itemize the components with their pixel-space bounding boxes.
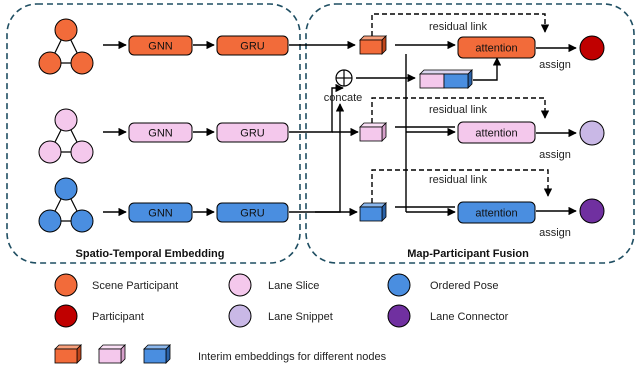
attention-label: attention (475, 43, 517, 55)
gnn-block-pose (128, 202, 193, 223)
legend-lane-connector-swatch (387, 304, 411, 328)
legend-scene-participant-swatch (54, 273, 78, 297)
legend-lane-snippet: Lane Snippet (268, 311, 333, 323)
gru-label: GRU (240, 128, 265, 140)
concat-icon (335, 69, 353, 87)
legend-lane-slice: Lane Slice (268, 280, 319, 292)
legend-ordered-pose: Ordered Pose (430, 280, 498, 292)
legend-interim-pink (98, 344, 126, 364)
residual-link-label-1: residual link (429, 21, 488, 33)
spatio-temporal-panel (6, 3, 301, 264)
gru-label: GRU (240, 41, 265, 53)
interim-embedding-participant (359, 35, 387, 55)
gru-block-pose (216, 202, 289, 223)
attention-label: attention (475, 128, 517, 140)
legend: Scene Participant Lane Slice Ordered Pos… (54, 273, 509, 364)
fusion-panel (305, 3, 635, 264)
interim-embedding-lane (359, 122, 387, 142)
lane-connector-output-node (579, 198, 605, 224)
gru-block-participant (216, 35, 289, 56)
legend-interim: Interim embeddings for different nodes (198, 351, 387, 363)
legend-scene-participant: Scene Participant (92, 280, 178, 292)
residual-link-label-3: residual link (429, 174, 488, 186)
lane-slice-graph (38, 108, 94, 164)
ordered-pose-graph (38, 177, 94, 233)
lane-snippet-output-node (579, 120, 605, 146)
participant-output-node (579, 35, 605, 61)
attention-block-pose (457, 201, 536, 224)
assign-label-2: assign (539, 149, 571, 161)
gru-block-lane (216, 122, 289, 143)
gnn-block-participant (128, 35, 193, 56)
legend-lane-slice-swatch (228, 273, 252, 297)
legend-participant-swatch (54, 304, 78, 328)
right-panel-title: Map-Participant Fusion (407, 248, 529, 260)
scene-participant-graph (38, 18, 94, 75)
legend-participant: Participant (92, 311, 144, 323)
gnn-block-lane (128, 122, 193, 143)
assign-label-1: assign (539, 59, 571, 71)
left-panel-title: Spatio-Temporal Embedding (76, 248, 225, 260)
legend-interim-blue (143, 344, 171, 364)
residual-link-label-2: residual link (429, 104, 488, 116)
gru-label: GRU (240, 208, 265, 220)
attention-block-participant (457, 36, 536, 59)
concate-label: concate (324, 92, 363, 104)
attention-label: attention (475, 208, 517, 220)
legend-ordered-pose-swatch (387, 273, 411, 297)
interim-embedding-pose (359, 202, 387, 222)
gnn-label: GNN (148, 128, 173, 140)
attention-block-lane (457, 121, 536, 144)
legend-lane-snippet-swatch (228, 304, 252, 328)
gnn-label: GNN (148, 41, 173, 53)
legend-lane-connector: Lane Connector (430, 311, 509, 323)
gnn-label: GNN (148, 208, 173, 220)
assign-label-3: assign (539, 227, 571, 239)
interim-embedding-concat (419, 69, 473, 89)
legend-interim-orange (54, 344, 82, 364)
